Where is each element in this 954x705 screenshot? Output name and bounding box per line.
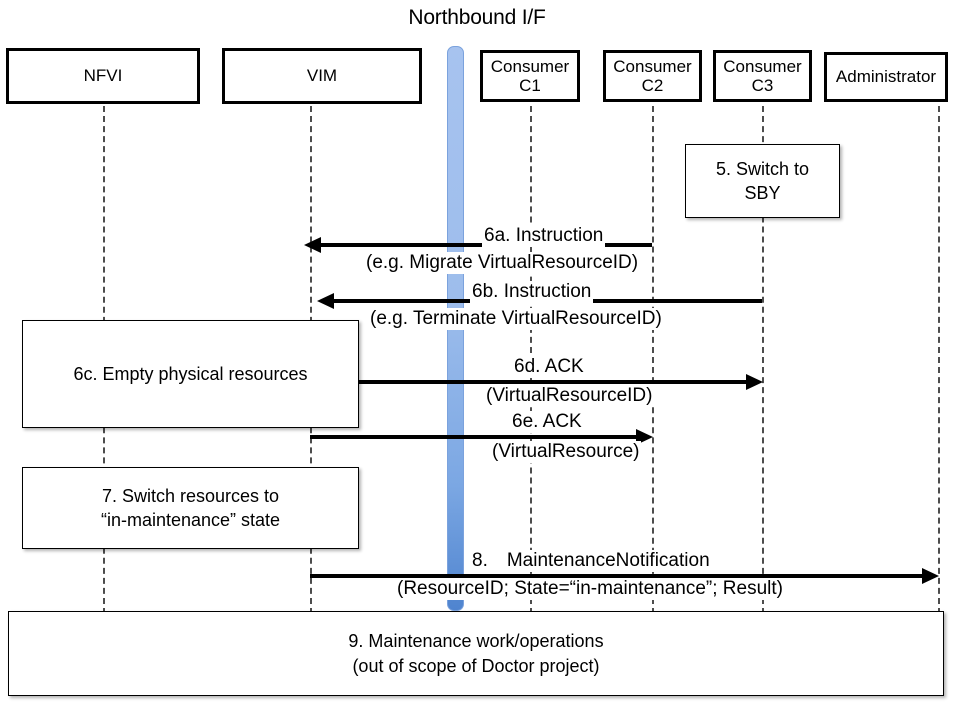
actor-label-c1-line2: C1 [519,76,541,95]
arrow-head-6d [746,374,763,390]
actor-box-consumer-c3[interactable]: Consumer C3 [713,50,812,102]
note-maintenance-work: 9. Maintenance work/operations (out of s… [8,611,944,696]
message-label-6d: 6d. ACK [512,356,586,379]
message-label-6e: 6e. ACK [510,411,584,434]
page-title: Northbound I/F [408,6,546,29]
arrow-head-6b [317,293,334,309]
message-label-8: 8. MaintenanceNotification [470,550,712,573]
note-switch-to-sby-line1: 5. Switch to [715,158,810,179]
message-sublabel-8: (ResourceID; State=“in-maintenance”; Res… [395,578,785,600]
actor-label-nfvi: NFVI [83,66,123,86]
actor-box-administrator[interactable]: Administrator [824,52,948,102]
arrow-head-8 [922,568,939,584]
actor-box-nfvi[interactable]: NFVI [6,48,200,104]
note-switch-resources-maintenance: 7. Switch resources to “in-maintenance” … [22,467,359,549]
lifeline-c2 [652,106,654,614]
message-line-8 [310,574,922,578]
note-empty-physical-resources-text: 6c. Empty physical resources [73,363,308,384]
note-empty-physical-resources: 6c. Empty physical resources [22,320,359,428]
message-label-6b: 6b. Instruction [470,281,594,304]
arrow-head-6a [304,237,321,253]
lifeline-c3 [762,106,764,614]
message-line-6e [310,435,636,439]
message-label-6a: 6a. Instruction [482,225,606,248]
message-sublabel-6b: (e.g. Terminate VirtualResourceID) [368,308,664,330]
actor-label-c3-line2: C3 [751,76,774,95]
note-switch-to-sby-line2: SBY [744,183,781,203]
actor-label-c2-line2: C2 [641,76,664,95]
message-line-6d [358,380,746,384]
note-switch-resources-line1: 7. Switch resources to [101,485,280,506]
actor-label-c1-line1: Consumer [490,56,570,76]
note-switch-resources-line2: “in-maintenance” state [100,510,281,530]
actor-label-vim: VIM [306,66,338,86]
lifeline-admin [938,106,940,614]
actor-box-consumer-c2[interactable]: Consumer C2 [603,50,702,102]
note-maintenance-work-line2: (out of scope of Doctor project) [352,655,600,676]
actor-label-administrator: Administrator [835,67,937,87]
message-sublabel-6e: (VirtualResource) [490,441,642,463]
actor-label-c2-line1: Consumer [613,56,692,76]
actor-label-c3-line1: Consumer [723,56,802,76]
actor-box-consumer-c1[interactable]: Consumer C1 [480,50,580,102]
message-sublabel-6d: (VirtualResourceID) [484,385,655,407]
note-maintenance-work-line1: 9. Maintenance work/operations [348,631,604,652]
actor-box-vim[interactable]: VIM [222,48,422,104]
message-sublabel-6a: (e.g. Migrate VirtualResourceID) [364,252,641,274]
note-switch-to-sby: 5. Switch to SBY [685,144,840,218]
